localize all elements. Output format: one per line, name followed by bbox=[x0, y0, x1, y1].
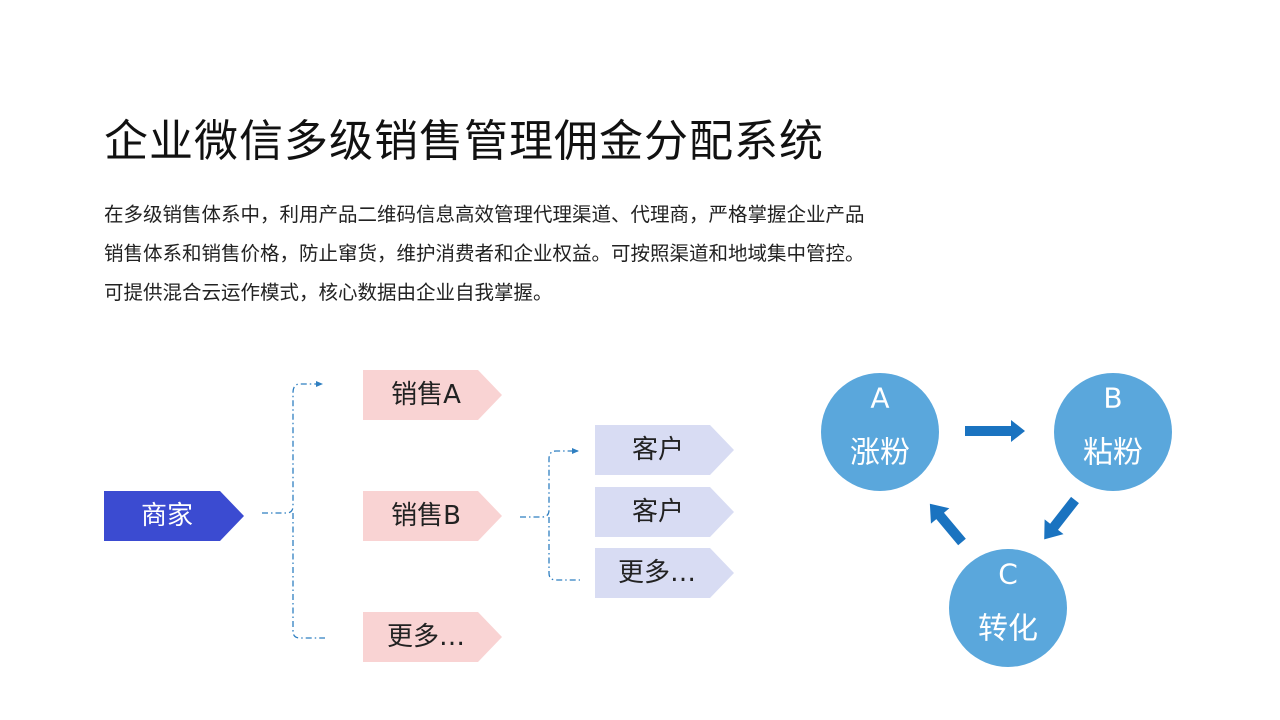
root-to-sales-connector bbox=[262, 381, 325, 639]
sales-node-b-label: 销售B bbox=[391, 501, 461, 531]
customer-node-2-shape bbox=[595, 487, 734, 537]
description: 在多级销售体系中，利用产品二维码信息高效管理代理渠道、代理商，严格掌握企业产品 … bbox=[104, 195, 964, 312]
root-node-shape bbox=[104, 491, 244, 541]
sales-node-a-label: 销售A bbox=[391, 380, 461, 410]
customer-node-more-shape bbox=[595, 548, 734, 598]
description-line-2: 销售体系和销售价格，防止窜货，维护消费者和企业权益。可按照渠道和地域集中管控。 bbox=[104, 242, 865, 265]
customer-node-2-label: 客户 bbox=[632, 497, 684, 527]
customer-node-2: 客户 bbox=[595, 487, 734, 537]
arrow-a-to-b bbox=[965, 420, 1025, 442]
cycle-node-a-label: 涨粉 bbox=[850, 436, 910, 471]
sales-node-more-shape bbox=[363, 612, 502, 662]
cycle-node-b-label: 粘粉 bbox=[1083, 436, 1143, 471]
arrow-b-to-c bbox=[1044, 496, 1079, 540]
sales-node-b-shape bbox=[363, 491, 502, 541]
root-node: 商家 bbox=[104, 491, 244, 541]
customer-node-1-shape bbox=[595, 425, 734, 475]
arrow-c-to-a bbox=[929, 503, 966, 546]
cycle-node-a: A 涨粉 bbox=[821, 373, 939, 491]
customer-node-more-label: 更多… bbox=[618, 558, 696, 588]
cycle-node-b-circle bbox=[1054, 373, 1172, 491]
cycle-node-b: B 粘粉 bbox=[1054, 373, 1172, 491]
cycle-node-a-circle bbox=[821, 373, 939, 491]
cycle-node-b-letter: B bbox=[1103, 382, 1122, 415]
cycle-node-c-circle bbox=[949, 549, 1067, 667]
sales-node-b: 销售B bbox=[363, 491, 502, 541]
description-line-1: 在多级销售体系中，利用产品二维码信息高效管理代理渠道、代理商，严格掌握企业产品 bbox=[104, 203, 865, 226]
page-title: 企业微信多级销售管理佣金分配系统 bbox=[104, 116, 824, 167]
sales-node-more: 更多… bbox=[363, 612, 502, 662]
cycle-node-c-letter: C bbox=[998, 558, 1018, 591]
cycle-node-a-letter: A bbox=[870, 382, 889, 415]
cycle-node-c: C 转化 bbox=[949, 549, 1067, 667]
cycle-node-c-label: 转化 bbox=[978, 612, 1038, 647]
customer-node-1-label: 客户 bbox=[632, 435, 684, 465]
customer-node-more: 更多… bbox=[595, 548, 734, 598]
sales-node-more-label: 更多… bbox=[387, 622, 465, 652]
sales-node-a-shape bbox=[363, 370, 502, 420]
sales-node-a: 销售A bbox=[363, 370, 502, 420]
description-line-3: 可提供混合云运作模式，核心数据由企业自我掌握。 bbox=[104, 281, 553, 304]
sales-to-customers-connector bbox=[520, 448, 580, 581]
root-node-label: 商家 bbox=[141, 501, 193, 531]
customer-node-1: 客户 bbox=[595, 425, 734, 475]
